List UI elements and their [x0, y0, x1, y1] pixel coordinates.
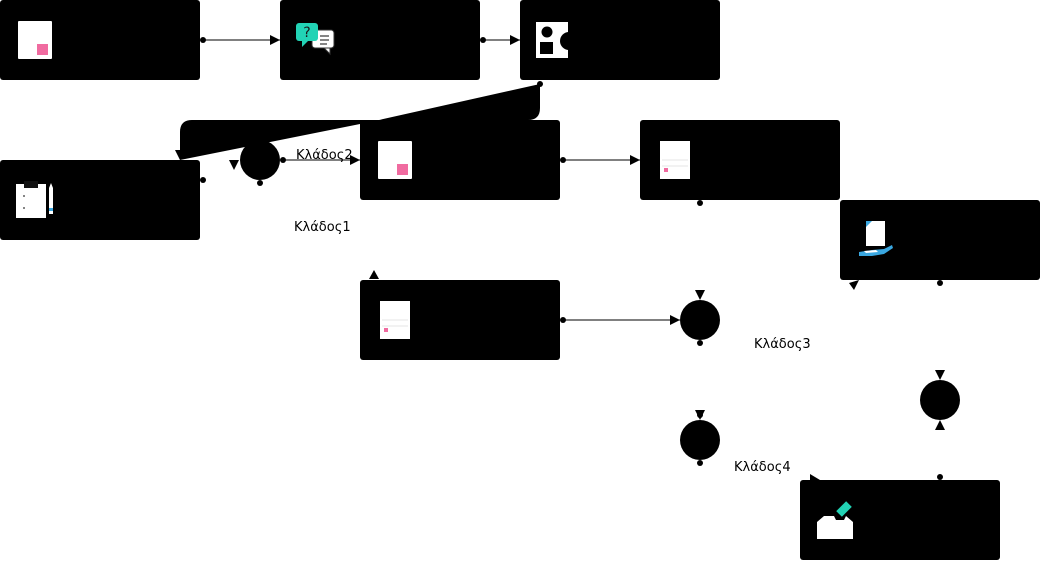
- shapes-icon: [536, 22, 578, 58]
- port-dot: [480, 37, 486, 43]
- port-dot: [697, 460, 703, 466]
- ballot-box-icon: [817, 501, 853, 539]
- node-1[interactable]: [0, 0, 200, 80]
- port-dot: [697, 340, 703, 346]
- document-pink-icon: [378, 141, 412, 179]
- document-lines-icon: [380, 301, 410, 339]
- gateway-3[interactable]: [680, 420, 720, 460]
- svg-text:?: ?: [303, 25, 310, 41]
- document-lines-icon: [660, 141, 690, 179]
- port-dot: [560, 157, 566, 163]
- port-dot: [560, 317, 566, 323]
- port-dot: [537, 81, 543, 87]
- label-branch4: Κλάδος4: [734, 460, 791, 475]
- document-pink-icon: [18, 21, 52, 59]
- arrow-into-n6: [630, 155, 640, 165]
- port-dot: [697, 412, 703, 418]
- arrow-top-g2: [695, 290, 705, 300]
- label-branch3: Κλάδος3: [754, 337, 811, 352]
- port-dot: [937, 474, 943, 480]
- hand-document-icon: [859, 221, 893, 256]
- node-5[interactable]: [360, 120, 560, 200]
- port-dot: [200, 37, 206, 43]
- node-4[interactable]: [0, 160, 200, 240]
- question-chat-icon: ?: [296, 23, 335, 56]
- port-dot: [200, 177, 206, 183]
- gateway-4[interactable]: [920, 380, 960, 420]
- port-dot: [937, 280, 943, 286]
- gateway-2[interactable]: [680, 300, 720, 340]
- arrow-into-g2: [670, 315, 680, 325]
- node-6[interactable]: [640, 120, 840, 200]
- gateway-1[interactable]: [240, 140, 280, 180]
- node-8[interactable]: [360, 280, 560, 360]
- port-dot: [257, 180, 263, 186]
- arrow-bottom-g4: [935, 420, 945, 430]
- arrow-top-g4: [935, 370, 945, 380]
- arrow-into-n2: [270, 35, 280, 45]
- node-7[interactable]: [840, 200, 1040, 280]
- arrow-into-n8: [369, 270, 379, 279]
- arrow-into-n5: [350, 155, 360, 165]
- port-dot: [697, 200, 703, 206]
- arrow-into-n3: [510, 35, 520, 45]
- label-branch2: Κλάδος2: [296, 148, 353, 163]
- node-3[interactable]: [520, 0, 720, 80]
- arrow-n7-in: [849, 280, 859, 290]
- arrow-into-g1: [229, 160, 239, 170]
- port-dot: [280, 157, 286, 163]
- node-9[interactable]: [800, 480, 1000, 560]
- node-2[interactable]: ?: [280, 0, 480, 80]
- clipboard-pencil-icon: [16, 181, 53, 218]
- label-branch1: Κλάδος1: [294, 220, 351, 235]
- arrow-into-n4: [175, 150, 185, 160]
